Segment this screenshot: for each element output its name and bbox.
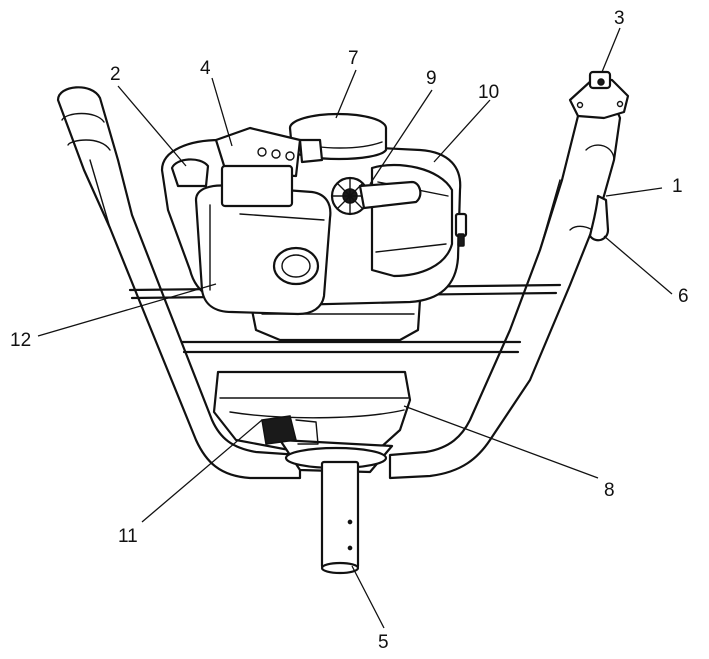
leader-4: [211, 77, 233, 147]
leader-11: [141, 419, 263, 523]
callout-8: 8: [604, 480, 615, 501]
callout-12: 12: [10, 330, 31, 351]
leader-10: [433, 99, 491, 163]
leader-6: [603, 235, 673, 295]
leader-8: [403, 405, 599, 479]
callout-6: 6: [678, 286, 689, 307]
leader-2: [117, 85, 187, 167]
throttle-control: [568, 70, 630, 120]
callout-11: 11: [118, 526, 138, 547]
leader-3: [601, 27, 621, 73]
output-shaft: [320, 460, 360, 575]
callout-9: 9: [426, 68, 437, 89]
throttle-trigger: [588, 194, 610, 242]
leader-1: [605, 187, 663, 197]
callout-10: 10: [478, 82, 499, 103]
leader-7: [335, 69, 357, 119]
leader-9: [369, 89, 433, 185]
gearbox: [212, 370, 412, 474]
left-handle: [56, 86, 302, 480]
callout-4: 4: [200, 58, 211, 79]
callout-2: 2: [110, 64, 121, 85]
leader-12: [37, 283, 217, 337]
callout-1: 1: [672, 176, 683, 197]
leader-lines: [37, 27, 673, 629]
engine: [160, 112, 468, 342]
callout-3: 3: [614, 8, 625, 29]
callout-5: 5: [378, 632, 389, 653]
leader-5: [351, 565, 385, 629]
starter-gear: [330, 176, 370, 216]
callout-7: 7: [348, 48, 359, 69]
